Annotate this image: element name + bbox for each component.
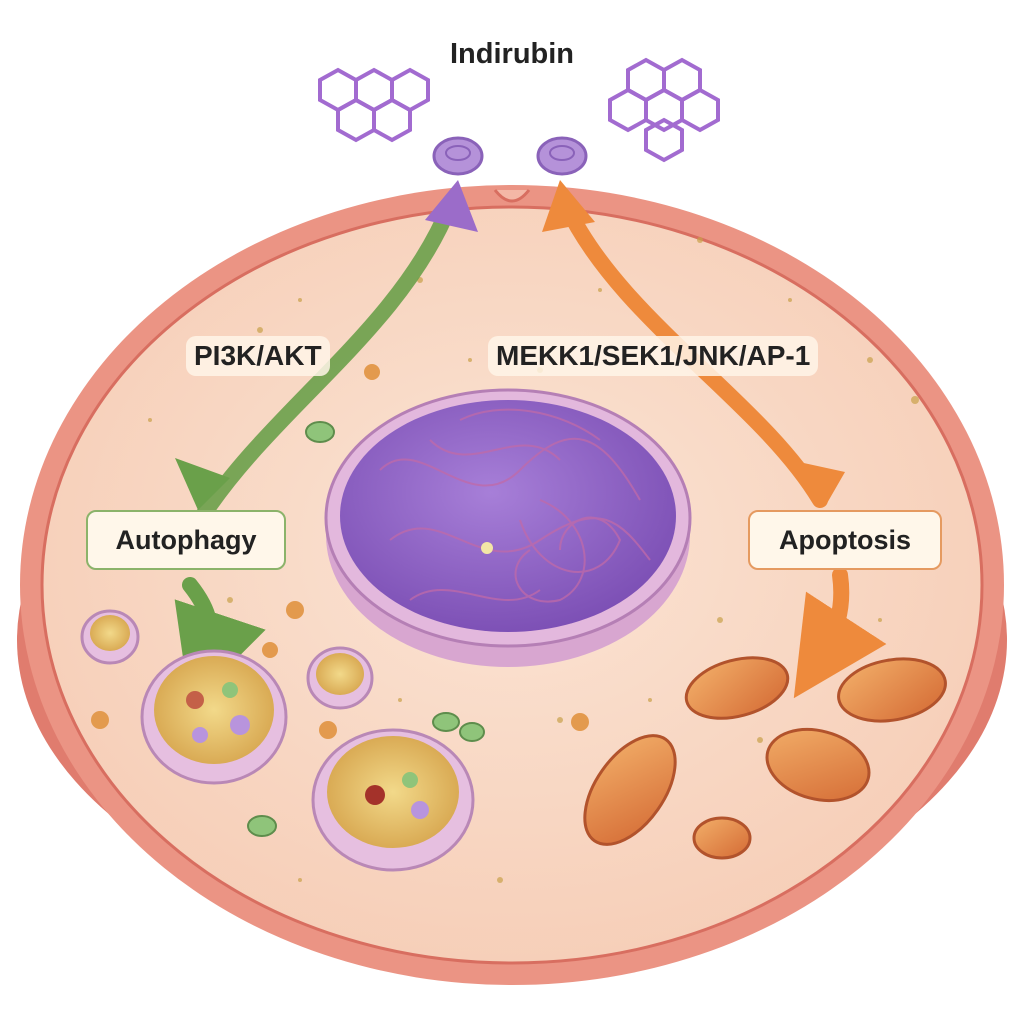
arrow-to-apoptosis-head xyxy=(790,460,845,505)
indirubin-molecule-left xyxy=(318,67,430,143)
indirubin-molecule-right xyxy=(608,57,720,163)
mitochondrion-1 xyxy=(684,656,790,720)
outcome-box-autophagy: Autophagy xyxy=(86,510,286,570)
autophagosome-bottom xyxy=(311,728,475,872)
arrow-right-up-tip xyxy=(542,180,595,232)
arrow-left-up xyxy=(192,197,458,528)
mitochondrion-4 xyxy=(583,734,677,846)
receptor-right xyxy=(536,136,588,176)
nucleus-body xyxy=(340,400,676,632)
nucleolus xyxy=(481,542,493,554)
arrow-left-up-tip xyxy=(425,180,478,232)
diagram-title: Indirubin xyxy=(449,38,575,70)
mitochondrion-5 xyxy=(692,816,752,860)
receptor-left xyxy=(432,136,484,176)
pathway-label-mekk1-jnk: MEKK1/SEK1/JNK/AP-1 xyxy=(488,336,819,376)
mitochondrion-3 xyxy=(765,728,871,802)
mitochondrion-2 xyxy=(837,657,947,723)
chromatin xyxy=(379,408,651,603)
outcome-box-apoptosis: Apoptosis xyxy=(748,510,942,570)
membrane-inner-line xyxy=(40,205,984,965)
small-organelles xyxy=(91,364,589,837)
autophagosome-large xyxy=(140,649,288,785)
autophagosome-small xyxy=(80,609,140,665)
nucleus xyxy=(324,388,692,667)
arrow-apoptosis-down xyxy=(793,567,887,699)
pathway-label-pi3k-akt: PI3K/AKT xyxy=(186,336,330,376)
membrane-notch xyxy=(493,189,531,203)
autophagosome-medium xyxy=(306,646,374,710)
arrow-to-autophagy-head xyxy=(175,458,230,510)
